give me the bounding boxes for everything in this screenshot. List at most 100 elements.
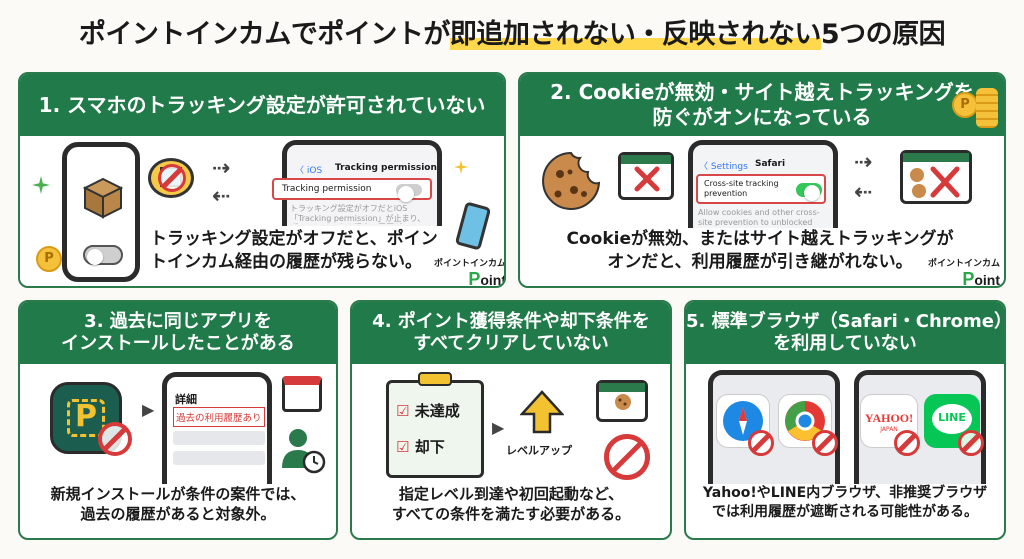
prohibited-icon [158, 164, 186, 192]
prohibited-icon [98, 422, 132, 456]
panel-heading-line-1: 5. 標準ブラウザ（Safari・Chrome） [686, 310, 1006, 332]
yahoo-sub-label: JAPAN [880, 426, 898, 433]
small-phone-icon [454, 201, 492, 251]
title-part2: 5つの原因 [820, 19, 946, 50]
safari-icon [716, 394, 770, 448]
panel-heading-line-2: 防ぐがオンになっている [652, 105, 872, 129]
chevron-right-icon: ▶ [142, 400, 155, 419]
line-label: LINE [938, 411, 966, 424]
panel-heading-line-1: 4. ポイント獲得条件や却下条件を [372, 310, 650, 332]
box-icon [82, 177, 124, 219]
clipboard-clip-icon [418, 372, 452, 386]
panel-heading-line-2: を利用していない [773, 333, 917, 354]
caption-line-2: オンだと、利用履歴が引き継がれない。 [607, 251, 913, 272]
logo-p-mark: P [468, 269, 481, 288]
caption-line-1: 指定レベル到達や初回起動など、 [398, 485, 624, 503]
prohibited-icon [812, 430, 838, 456]
settings-note: Allow cookies and other cross-site preve… [698, 208, 820, 226]
logo-jp-text: ポイントインカム [927, 259, 1000, 269]
panel-heading: 5. 標準ブラウザ（Safari・Chrome） を利用していない [686, 302, 1004, 364]
caption-line-1: Cookieが無効、またはサイト越えトラッキングが [566, 229, 954, 249]
settings-screen-title: Safari [755, 159, 786, 169]
caption-line-1: トラッキング設定がオフだと、ポイン [150, 229, 438, 249]
tracking-permission-row[interactable]: Tracking permission [272, 178, 432, 202]
arrow-right-icon: ⇢ [854, 150, 873, 175]
panel-tracking-settings: 1. スマホのトラッキング設定が許可されていない ⇢ ⇠ 〈 iOS Track… [18, 72, 506, 288]
panel-caption: 新規インストールが条件の案件では、 過去の履歴があると対象外。 [20, 484, 336, 525]
detail-title: 詳細 [175, 393, 197, 406]
cross-site-tracking-toggle[interactable] [796, 183, 822, 201]
cookie-browser-icon [596, 380, 648, 422]
panel-heading: 4. ポイント獲得条件や却下条件を すべてクリアしていない [352, 302, 670, 364]
caption-line-2: では利用履歴が遮断される可能性がある。 [712, 503, 978, 520]
level-up-label: レベルアップ [506, 444, 572, 457]
settings-note: トラッキング設定がオフだとiOS「Tracking permission」が止ま… [290, 204, 426, 224]
panel-caption: トラッキング設定がオフだと、ポイン トインカム経由の履歴が残らない。 [150, 228, 440, 274]
caption-line-2: トインカム経由の履歴が残らない。 [150, 251, 422, 272]
cookie-icon [542, 151, 601, 210]
page-title: ポイントインカムでポイントが即追加されない・反映されない5つの原因 [0, 12, 1024, 51]
list-item [173, 451, 265, 465]
panel-caption: 指定レベル到達や初回起動など、 すべての条件を満たす必要がある。 [352, 484, 670, 525]
caption-line-2: 過去の履歴があると対象外。 [80, 505, 276, 524]
panel-browsers: 5. 標準ブラウザ（Safari・Chrome） を利用していない YAHOO!… [684, 300, 1006, 540]
user-clock-icon [282, 429, 326, 474]
checkbox-icon: ☑ [396, 402, 410, 420]
title-highlight: 即追加されない・反映されない [449, 19, 821, 50]
app-icon-frame [67, 399, 105, 437]
caption-line-2: すべての条件を満たす必要がある。 [391, 505, 631, 524]
panel-cookie-settings: 2. Cookieが無効・サイト越えトラッキングを 防ぐがオンになっている 〈 … [518, 72, 1006, 288]
settings-back-link[interactable]: 〈 Settings [699, 162, 748, 172]
panel-heading-line-2: インストールしたことがある [61, 333, 295, 354]
calendar-icon [282, 376, 322, 412]
panel-heading-text: 1. スマホのトラッキング設定が許可されていない [38, 92, 486, 117]
point-income-logo: ポイントインカム Point Income [910, 256, 1000, 288]
checklist-label-incomplete: 未達成 [414, 402, 460, 420]
detail-history-label: 過去の利用履歴あり [173, 407, 265, 427]
panel-reinstall: 3. 過去に同じアプリを インストールしたことがある P ▶ 詳細 過去の利用履… [18, 300, 338, 540]
prohibited-icon [604, 434, 650, 480]
chevron-right-icon: ▶ [492, 418, 505, 437]
settings-back-link[interactable]: 〈 iOS [295, 166, 323, 176]
point-coin-icon: P [952, 92, 978, 118]
panel-heading-line-2: すべてクリアしていない [413, 333, 609, 354]
settings-screen-title: Tracking permission [335, 163, 437, 173]
coin-stack-icon [976, 88, 998, 128]
panel-heading: 1. スマホのトラッキング設定が許可されていない [20, 74, 504, 136]
logo-en-text: oint Income [974, 272, 1000, 288]
detail-screen: 詳細 過去の利用履歴あり [162, 372, 272, 484]
panel-caption: Cookieが無効、またはサイト越えトラッキングが オンだと、利用履歴が引き継が… [560, 228, 960, 274]
cookie-icon [615, 394, 631, 410]
checkbox-icon: ☑ [396, 438, 410, 456]
panel-heading: 3. 過去に同じアプリを インストールしたことがある [20, 302, 336, 364]
tracking-permission-label: Tracking permission [282, 184, 372, 194]
title-part1: ポイントインカムでポイントが [78, 19, 451, 50]
sparkle-icon [32, 176, 50, 194]
yahoo-label: YAHOO! [864, 411, 914, 425]
line-bubble [932, 404, 972, 434]
panel-heading-line-1: 2. Cookieが無効・サイト越えトラッキングを [550, 80, 974, 104]
caption-line-1: Yahoo!やLINE内ブラウザ、非推奨ブラウザ [702, 485, 988, 501]
logo-jp-text: ポイントインカム [433, 259, 506, 269]
prohibited-icon [894, 430, 920, 456]
cross-site-tracking-row[interactable]: Cross-site tracking prevention [696, 174, 826, 204]
panel-heading: 2. Cookieが無効・サイト越えトラッキングを 防ぐがオンになっている [520, 74, 1004, 136]
list-item [173, 431, 265, 445]
phone-illustration [62, 142, 140, 282]
point-coin-icon: P [36, 246, 62, 272]
blocked-browser-icon [618, 152, 674, 200]
panel-conditions: 4. ポイント獲得条件や却下条件を すべてクリアしていない ☑ 未達成 ☑ 却下… [350, 300, 672, 540]
panel-caption: Yahoo!やLINE内ブラウザ、非推奨ブラウザ では利用履歴が遮断される可能性… [686, 484, 1004, 522]
checklist-item: ☑ 未達成 [396, 400, 460, 421]
caption-line-1: 新規インストールが条件の案件では、 [50, 485, 306, 503]
tracking-permission-toggle[interactable] [396, 184, 422, 202]
cross-site-tracking-label: Cross-site tracking prevention [704, 179, 779, 198]
checklist-label-rejected: 却下 [414, 438, 445, 456]
logo-en-text: oint Income [480, 272, 506, 288]
blocked-cookie-browser-icon [900, 150, 972, 204]
logo-p-mark: P [962, 269, 975, 288]
sparkle-icon [454, 160, 468, 174]
point-income-logo: ポイントインカム Point Income [416, 256, 506, 288]
x-mark-icon [634, 166, 660, 192]
prohibited-icon [958, 430, 984, 456]
